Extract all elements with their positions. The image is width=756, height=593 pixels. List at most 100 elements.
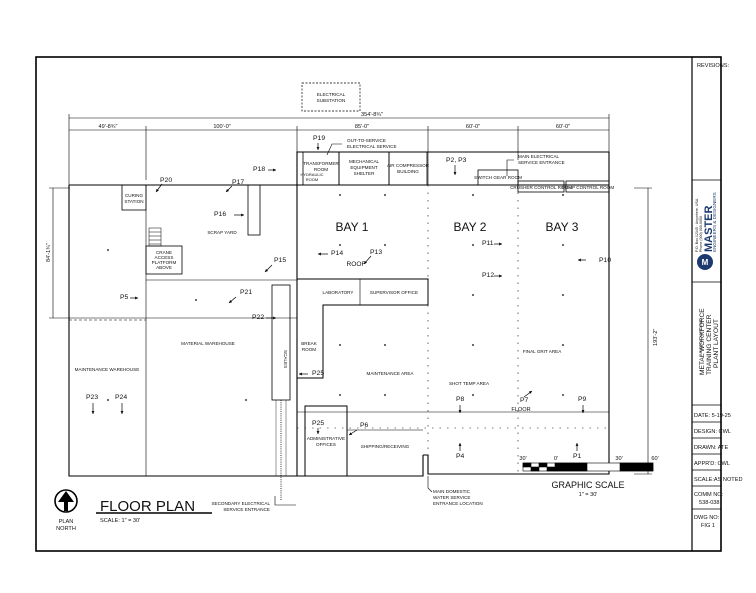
point-label: P5: [120, 294, 129, 301]
arrowhead-icon: [156, 188, 159, 192]
point-label: P19: [313, 135, 325, 142]
column-grid: [107, 194, 564, 401]
company-name: MASTER: [703, 206, 715, 253]
north-label-1: PLAN: [59, 519, 74, 525]
graphic-scale-bar: [522, 462, 654, 472]
scales-label: SCALES: [283, 350, 288, 368]
svg-text:ELECTRICAL SERVICE: ELECTRICAL SERVICE: [347, 144, 397, 149]
switch-gear-label: SWITCH GEAR ROOM: [474, 175, 522, 180]
floor-label: FLOOR: [511, 407, 530, 413]
sheet-border: [35, 56, 722, 552]
admin-offices-label: ADMINISTRATIVE: [307, 436, 345, 441]
svg-text:SHELTER: SHELTER: [354, 171, 376, 176]
scale-tick-1: 30': [519, 456, 526, 462]
company-address-1: P.O. Box 12345 · Anywhere, USA: [695, 198, 699, 252]
dwg-no-label: DWG NO:: [694, 515, 720, 521]
bay-1-label: BAY 1: [336, 220, 369, 234]
svg-text:SERVICE ENTRANCE: SERVICE ENTRANCE: [518, 160, 565, 165]
title-block: REVISIONS: M MASTER ENGINEERS & DESIGNER…: [692, 63, 743, 529]
logo-mark-icon: [697, 254, 713, 270]
design-field: DESIGN: CWL: [694, 429, 731, 435]
point-label: P22: [252, 314, 264, 321]
floor-plan-title: FLOOR PLAN: [100, 498, 195, 515]
point-label: P25: [312, 370, 324, 377]
svg-text:ROOM: ROOM: [302, 347, 316, 352]
dim-overall: 354'-8¾": [361, 112, 383, 118]
floor-plan-scale: SCALE: 1" = 30': [100, 518, 140, 524]
dwg-no-value: FIG 1: [701, 523, 715, 529]
north-rooms: [121, 151, 610, 275]
point-label: P15: [274, 257, 286, 264]
svg-text:EQUIPMENT: EQUIPMENT: [350, 165, 378, 170]
svg-text:ROOM: ROOM: [306, 177, 318, 182]
point-label: P6: [360, 422, 369, 429]
arrowhead-icon: [273, 168, 276, 172]
supervisor-office-label: SUPERVISOR OFFICE: [370, 290, 418, 295]
scale-tick-3: 30': [615, 456, 622, 462]
arrowhead-icon: [120, 411, 124, 414]
arrowhead-icon: [458, 443, 462, 446]
company-address-2: Phone (000) 000-0000: [699, 216, 703, 252]
air-compressor-label: AIR COMPRESSOR: [387, 163, 430, 168]
date-field: DATE: 5-19-25: [694, 413, 731, 419]
point-label: P13: [370, 249, 382, 256]
domestic-water-callout: MAIN DOMESTIC: [433, 489, 471, 494]
point-label: P24: [115, 394, 127, 401]
break-room-label: BREAK: [301, 341, 318, 346]
dim-seg-3: 85'-0": [355, 124, 369, 130]
dim-right-height: 193'-2": [653, 329, 659, 346]
point-label: P17: [232, 179, 244, 186]
svg-text:PLATFORM: PLATFORM: [152, 260, 177, 265]
arrowhead-icon: [241, 213, 244, 217]
point-label: P18: [253, 166, 265, 173]
company-subtitle: ENGINEERS & DESIGNERS: [712, 192, 717, 252]
svg-text:BUILDING: BUILDING: [397, 169, 419, 174]
north-arrow-icon: [54, 489, 78, 513]
arrowhead-icon: [528, 391, 532, 394]
approved-field: APPR'D: CWL: [694, 461, 730, 467]
dim-seg-2: 100'-0": [213, 124, 230, 130]
drawn-field: DRAWN: ATE: [694, 445, 728, 451]
arrowhead-icon: [273, 316, 276, 320]
sheet-title: PLANT LAYOUT: [713, 319, 720, 368]
scale-field: SCALE:AS NOTED: [694, 477, 743, 483]
svg-text:ENTRANCE LOCATION: ENTRANCE LOCATION: [433, 501, 483, 506]
callout-leaders: [274, 143, 514, 506]
interior-lines: [69, 185, 609, 476]
hydraulic-room-label: HYDRAULIC: [300, 172, 323, 177]
point-label: P10: [599, 257, 611, 264]
arrowhead-icon: [135, 296, 138, 300]
laboratory-strip: [297, 278, 429, 379]
scale-tick-4: 60': [651, 456, 658, 462]
arrowhead-icon: [91, 411, 95, 414]
comm-no-label: COMM NO:: [694, 492, 724, 498]
shipping-receiving-label: SHIPPING/RECEIVING: [361, 444, 410, 449]
crane-platform-label: CRANE: [156, 250, 172, 255]
arrowhead-icon: [578, 258, 581, 262]
stair-icon: [148, 227, 162, 247]
main-electrical-callout: MAIN ELECTRICAL: [518, 154, 560, 159]
north-arrow: [54, 489, 78, 513]
arrowhead-icon: [349, 432, 353, 435]
svg-text:ABOVE: ABOVE: [156, 265, 172, 270]
point-label: P8: [456, 396, 465, 403]
electrical-substation: ELECTRICAL SUBSTATION: [301, 82, 361, 112]
building-outline: [68, 151, 610, 477]
bay-2-label: BAY 2: [454, 220, 487, 234]
project-name-1: METAL WORKFORCE: [699, 308, 706, 375]
material-warehouse-label: MATERIAL WAREHOUSE: [181, 341, 235, 346]
project-name-2: TRAINING CENTER: [706, 314, 713, 375]
dim-seg-4: 60'-0": [466, 124, 480, 130]
scales: [271, 284, 291, 500]
company-logo: M MASTER ENGINEERS & DESIGNERS P.O. Box …: [695, 192, 717, 270]
side-dimensions: [49, 187, 652, 475]
transformer-room-label: TRANSFORMER: [303, 161, 339, 166]
dim-seg-1: 49'-8¾": [99, 124, 118, 130]
roof-label: ROOF: [346, 261, 365, 268]
svg-text:SERVICE ENTRANCE: SERVICE ENTRANCE: [223, 507, 270, 512]
svg-text:STATION: STATION: [124, 199, 143, 204]
point-label: P11: [482, 240, 494, 247]
arrowhead-icon: [499, 242, 502, 246]
comm-no-value: 538-038: [699, 500, 720, 506]
